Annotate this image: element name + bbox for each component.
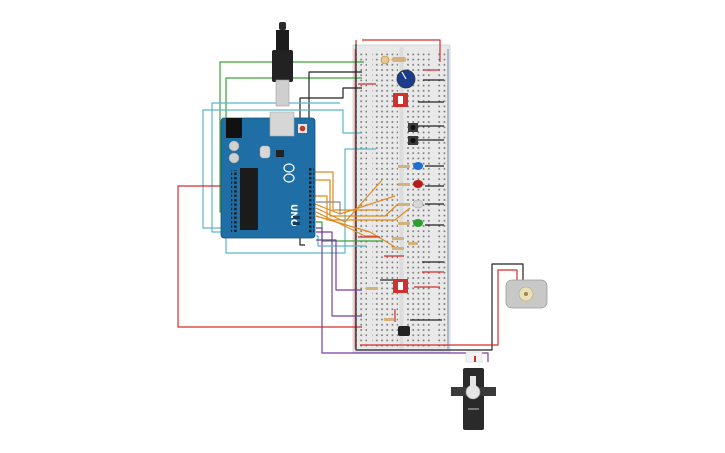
resistor-mid-3 (408, 242, 418, 245)
resistor-led-white (398, 203, 410, 206)
usb-chip (276, 150, 284, 157)
led-blue-icon (413, 162, 423, 170)
header-left (231, 170, 237, 232)
board-detail-2 (293, 222, 300, 225)
wire-grey-1[interactable] (316, 201, 341, 214)
usb-cable[interactable] (272, 22, 293, 107)
transistor-icon (398, 326, 410, 336)
resistor-lower-2 (384, 318, 394, 321)
wire-orange-2[interactable] (315, 179, 399, 217)
wire-orange-1[interactable] (315, 171, 380, 211)
wire-teal-1[interactable] (202, 109, 362, 229)
wire-purple-2[interactable] (316, 231, 362, 317)
wire-black-motor[interactable] (355, 44, 524, 351)
servo-motor[interactable] (451, 351, 496, 430)
potentiometer[interactable] (396, 69, 416, 89)
resistor-led-blue (398, 165, 410, 168)
pushbutton-cap (410, 138, 416, 143)
wire-orange-6[interactable] (315, 211, 376, 237)
resistor-top (392, 57, 406, 62)
breadboard-channel (399, 47, 404, 350)
dc-motor[interactable] (505, 279, 548, 309)
wire-teal-4[interactable] (316, 235, 366, 247)
wire-orange-3[interactable] (315, 195, 411, 221)
board-detail-1 (293, 216, 300, 219)
resistor-mid-2 (392, 247, 404, 250)
wire-purple-1[interactable] (316, 227, 489, 362)
terminal-strip-right (405, 50, 432, 348)
breadboard[interactable] (352, 44, 451, 353)
slide-switch-1[interactable] (393, 93, 408, 107)
pushbutton-1[interactable] (408, 123, 418, 132)
slide-switch-2[interactable] (393, 279, 408, 293)
servo-label-strip (468, 408, 479, 410)
photoresistor[interactable] (380, 55, 406, 65)
wire-purple-3[interactable] (316, 239, 362, 291)
usb-jack (269, 111, 295, 137)
led-red[interactable] (398, 180, 423, 188)
usb-cable-end (279, 22, 286, 30)
arduino-uno[interactable]: UNO (220, 111, 316, 239)
led-white[interactable] (398, 199, 424, 209)
pushbutton-2[interactable] (408, 136, 418, 145)
capacitor-1 (228, 140, 240, 152)
led-green-icon (413, 219, 423, 227)
wire-orange-5[interactable] (315, 179, 383, 223)
usb-plug-body (272, 50, 293, 82)
wire-red-rail[interactable] (362, 39, 441, 62)
led-green[interactable] (398, 219, 423, 227)
wire-orange-7[interactable] (315, 215, 396, 248)
led-blue[interactable] (398, 162, 423, 170)
wire-red-motor[interactable] (360, 269, 518, 346)
led-red-icon (413, 180, 423, 188)
capacitor-2 (228, 152, 240, 164)
usb-plug-icon (275, 79, 290, 107)
header-right (308, 168, 314, 234)
resistor-lower-1 (366, 287, 378, 290)
pushbutton-cap (410, 125, 416, 130)
power-rail-right (436, 50, 447, 348)
slide-switch-knob (398, 282, 403, 290)
resistor-led-green (398, 222, 410, 225)
dc-motor-shaft-center (524, 292, 528, 296)
slide-switch-knob (398, 96, 403, 104)
crystal (259, 145, 271, 159)
resistor-led-red (398, 183, 410, 186)
potentiometer-pointer (401, 71, 407, 80)
atmega-chip (240, 168, 258, 230)
arduino-infinity-icon (283, 163, 295, 183)
wire-black-2[interactable] (299, 87, 362, 246)
arduino-brand-label: UNO (288, 204, 298, 227)
photoresistor-icon (380, 55, 390, 65)
power-rail-left (356, 50, 367, 348)
transistor[interactable] (398, 326, 410, 336)
led-white-icon (412, 199, 424, 209)
servo-connector-pin (474, 356, 476, 362)
wire-red-left[interactable] (177, 185, 362, 328)
resistor-mid-1 (392, 237, 404, 240)
usb-cable-boot (276, 30, 289, 50)
power-jack (226, 118, 242, 138)
reset-button-cap (299, 125, 306, 132)
servo-arm (470, 376, 476, 390)
